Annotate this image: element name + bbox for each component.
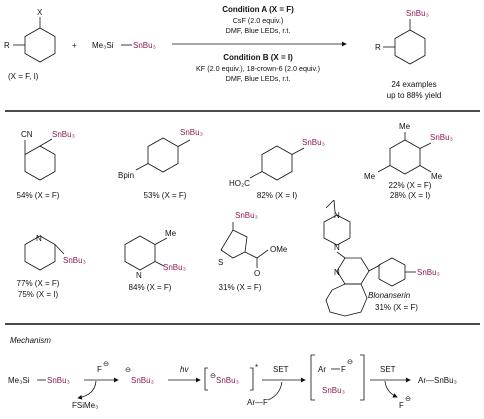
reagent-tms: Me₃Si [92,41,114,50]
ex6-me: Me [165,229,177,238]
ex2-bpin: Bpin [118,171,134,180]
bl-n2: N [334,243,340,252]
mech-hv: hv [180,365,189,374]
mechanism-title: Mechanism [10,336,51,345]
product-r: R [375,43,381,52]
bl-n1: N [334,211,340,220]
mech-excited-sn: SnBu₃ [216,376,239,385]
reactant-aryl-halide: X R (X = F, I) [4,8,56,81]
mech-set1: SET [273,365,289,374]
ex4-me-top: Me [399,122,411,131]
example-4-mesityl: Me SnBu₃ Me Me 22% (X = F) 28% (X = I) [364,122,453,200]
ex6-n: N [136,271,142,280]
reagent-tms-stannane: Me₃Si SnBu₃ [92,41,156,50]
mech-byproduct: FSiMe₃ [72,401,98,410]
plus-sign: + [72,41,77,50]
ex4-yield2: 28% (X = I) [390,191,431,200]
product-sn: SnBu₃ [406,9,429,18]
mech-anion-charge: ⊖ [125,365,131,374]
ex4-me-left: Me [364,172,376,181]
ex3-yield: 82% (X = I) [257,191,298,200]
condition-a-title: Condition A (X = F) [222,5,294,14]
mech-rad-f: F [341,365,346,374]
mech-rad-charge: ⊖ [347,357,353,366]
example-7-thiophene: S SnBu₃ OMe O 31% (X = F) [218,211,288,292]
ex4-yield1: 22% (X = F) [389,181,432,190]
condition-b: Condition B (X = I) KF (2.0 equiv.), 18-… [196,53,320,83]
ex3-ho2c: HO₂C [229,179,250,188]
example-2-bpin: SnBu₃ Bpin 53% (X = F) [118,128,203,200]
example-1-benzonitrile: CN SnBu₃ 54% (X = F) [17,130,75,200]
ex4-sn: SnBu₃ [430,133,453,142]
example-3-benzoic-acid: SnBu₃ HO₂C 82% (X = I) [229,138,325,200]
bl-n3: N [334,268,340,277]
ex1-sn: SnBu₃ [52,130,75,139]
ex7-sn: SnBu₃ [235,211,258,220]
ex7-ome: OMe [270,245,288,254]
ex1-cn: CN [21,130,33,139]
mech-anion-sn: SnBu₃ [131,376,154,385]
ex2-yield: 53% (X = F) [144,191,187,200]
condition-a: Condition A (X = F) CsF (2.0 equiv.) DMF… [222,5,294,35]
ex4-me-right: Me [431,172,443,181]
mech-reagent: Me₃Si SnBu₃ [8,376,70,385]
mech-set2: SET [380,365,396,374]
bl-name: Blonanserin [368,291,411,300]
mech-f-out-charge: ⊖ [405,394,411,403]
ex7-s: S [218,258,223,267]
mech-curved-in [267,381,283,401]
condition-b-title: Condition B (X = I) [223,53,293,62]
mech-product: Ar—SnBu₃ [418,376,457,385]
ex5-n: N [36,234,42,243]
example-8-blonanserin: N N N SnBu₃ Blonanserin 31% (X = F) [323,199,440,317]
mech-curved-out [77,380,97,400]
ex5-yield1: 77% (X = F) [17,279,60,288]
mech-tms: Me₃Si [8,376,30,385]
mech-curved-f [384,380,398,398]
mech-excited-charge: ⊖ [210,371,216,380]
mech-rad-ar: Ar [318,365,326,374]
ex2-sn: SnBu₃ [180,128,203,137]
bl-yield: 31% (X = F) [375,303,418,312]
ex6-sn: SnBu₃ [163,263,186,272]
mech-arf: Ar—F [247,398,268,407]
example-5-pyridine: N SnBu₃ 77% (X = F) 75% (X = I) [17,234,86,299]
mech-fluoride-charge: ⊖ [103,359,109,368]
yield-note: up to 88% yield [387,91,442,100]
ex7-yield: 31% (X = F) [219,283,262,292]
mech-excited-state: ⊖ SnBu₃ * [204,363,258,391]
example-6-methylpyridine: Me N SnBu₃ 84% (X = F) [124,229,186,292]
reagent-sn: SnBu₃ [133,41,156,50]
mech-f-out: F [399,401,404,410]
condition-a-line1: CsF (2.0 equiv.) [233,16,284,25]
ex7-o: O [254,269,260,278]
ex6-yield: 84% (X = F) [129,283,172,292]
condition-a-line2: DMF, Blue LEDs, r.t. [226,26,291,35]
mech-rad-sn: SnBu₃ [322,386,345,395]
reactant-r-label: R [4,41,10,50]
condition-b-line2: DMF, Blue LEDs, r.t. [226,74,291,83]
reactant-x-label: X [37,8,43,17]
examples-count: 24 examples [391,80,436,89]
ex5-sn: SnBu₃ [63,256,86,265]
ex5-yield2: 75% (X = I) [18,290,59,299]
mech-radical-pair: Ar F ⊖ SnBu₃ [310,354,365,401]
mech-fluoride: F [97,365,102,374]
ex3-sn: SnBu₃ [302,138,325,147]
reactant-note: (X = F, I) [8,72,39,81]
mech-sn: SnBu₃ [47,376,70,385]
condition-b-line1: KF (2.0 equiv.), 18-crown-6 (2.0 equiv.) [196,64,320,73]
bl-sn: SnBu₃ [417,268,440,277]
ex1-yield: 54% (X = F) [17,191,60,200]
product-aryl-stannane: SnBu₃ R 24 examples up to 88% yield [375,9,441,100]
mech-star: * [255,363,258,372]
